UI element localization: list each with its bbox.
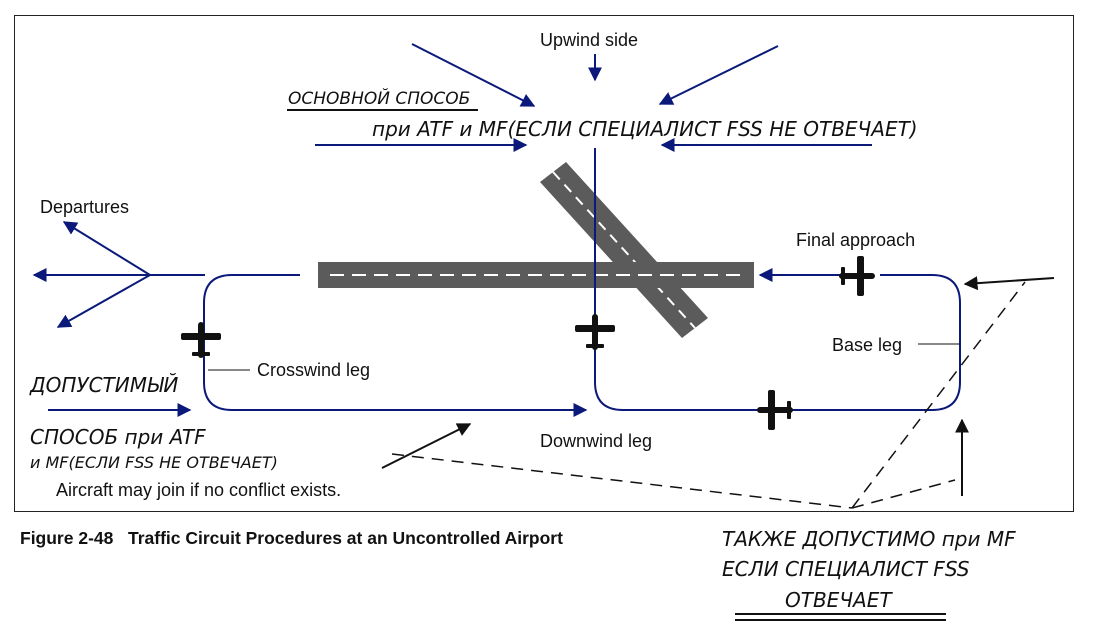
airplane-icon-final [839,256,875,296]
crosswind-circuit-line [203,274,586,411]
downwind-leg-label: Downwind leg [540,431,652,451]
crossing-runway [540,162,708,338]
ink-arrow-join [381,423,472,469]
upwind-side-label: Upwind side [540,30,638,50]
downwind-circuit-line [594,274,961,411]
entry-arrow-nw [411,43,536,107]
base-leg-label: Base leg [832,335,902,355]
join-note: Aircraft may join if no conflict exists. [56,480,341,500]
final-approach-label: Final approach [796,230,915,250]
figure-title: Traffic Circuit Procedures at an Uncontr… [127,528,563,548]
departure-arrow-down [56,274,151,328]
primary-method-title: ОСНОВНОЙ СПОСОБ [288,87,470,109]
entry-arrow-ne [658,45,779,105]
also-allowed-line1: ТАКЖЕ ДОПУСТИМО при MF [722,527,1016,551]
also-allowed-line3: ОТВЕЧАЕТ [785,588,893,612]
crosswind-leg-label: Crosswind leg [257,360,370,380]
alt-method-line3: и MF(ЕСЛИ FSS НЕ ОТВЕЧАЕТ) [30,453,278,472]
airplane-icon-crosswind [181,322,221,358]
airplane-icon-upwind [575,314,615,350]
departures-label: Departures [40,197,129,217]
primary-method-detail: при ATF и MF(ЕСЛИ СПЕЦИАЛИСТ FSS НЕ ОТВЕ… [372,117,918,141]
airplane-icon-downwind [757,390,793,430]
ink-arrow-base [963,276,1055,291]
main-runway [318,262,754,288]
figure-number: Figure 2-48 [20,528,114,548]
alt-method-line2: СПОСОБ при ATF [30,425,206,449]
departure-arrow-up [62,221,151,276]
figure-caption: Figure 2-48 Traffic Circuit Procedures a… [20,528,563,549]
alt-method-line1: ДОПУСТИМЫЙ [29,373,178,397]
also-allowed-line2: ЕСЛИ СПЕЦИАЛИСТ FSS [722,557,970,581]
figure-frame [14,15,1074,512]
